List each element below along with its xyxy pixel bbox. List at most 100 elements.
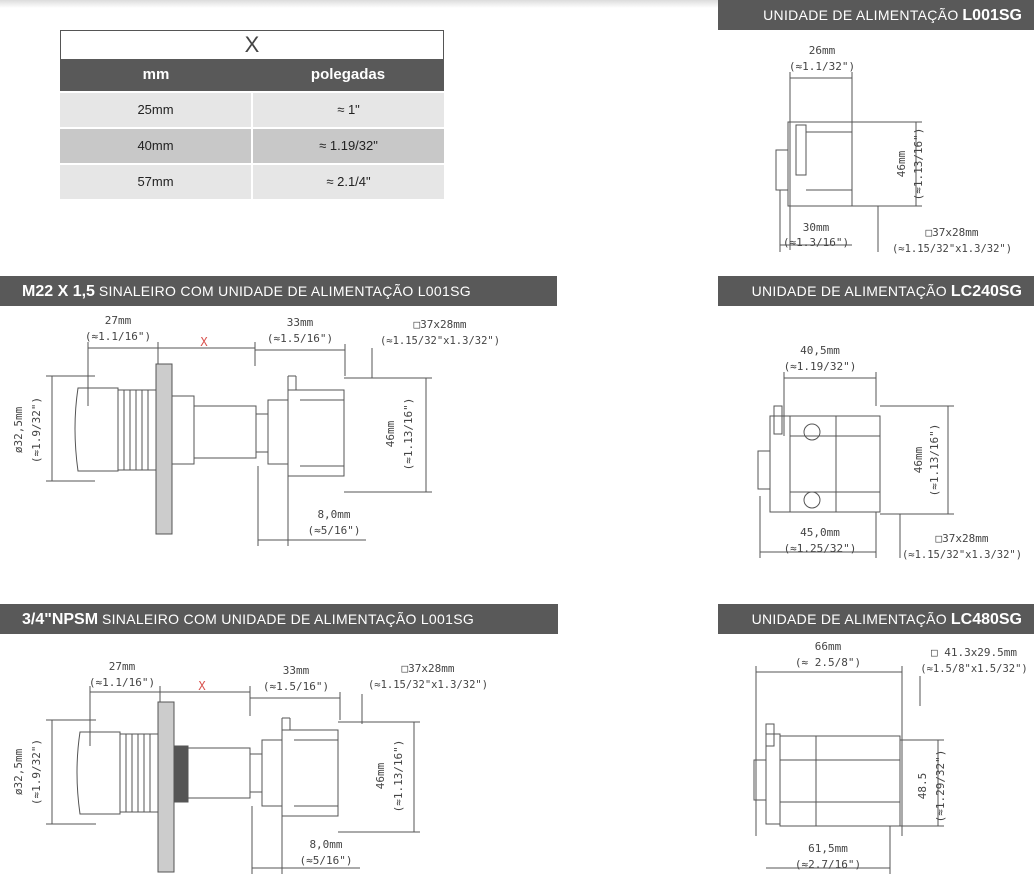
dim-label: 8,0mm	[317, 508, 350, 521]
dim-label: ø32,5mm	[12, 748, 25, 795]
module-body	[789, 415, 881, 513]
section-header-npsm: 3/4"NPSM SINALEIRO COM UNIDADE DE ALIMEN…	[0, 604, 558, 634]
dim-label: 27mm	[105, 314, 132, 327]
section-header-code: LC240SG	[950, 283, 1022, 300]
column-header-mm: mm	[142, 66, 170, 83]
module-tab	[773, 405, 783, 435]
dim-label: (≈5/16")	[300, 854, 353, 867]
connector	[249, 753, 263, 793]
dim-label: (≈1.29/32")	[934, 750, 947, 823]
dim-label: (≈1.13/16")	[928, 424, 941, 497]
cell-mm: 40mm	[60, 129, 251, 163]
dim-label: (≈1.1/32")	[789, 60, 855, 73]
table-title: X	[60, 30, 444, 59]
module-plug	[267, 399, 289, 465]
dim-label: (≈2.7/16")	[795, 858, 861, 871]
section-header-code: 3/4"NPSM	[22, 611, 99, 628]
module-body	[287, 389, 345, 477]
module-plug	[775, 149, 789, 191]
l001sg-drawing: 26mm (≈1.1/32") 46mm (≈1.13/16") 30mm (≈…	[775, 44, 1012, 255]
dim-label: (≈1.5/16")	[263, 680, 329, 693]
dim-label: 46mm	[895, 150, 908, 177]
dim-label: (≈1.5/8"x1.5/32")	[920, 663, 1027, 675]
dim-label: 26mm	[809, 44, 836, 57]
dim-label: 27mm	[109, 660, 136, 673]
module-tab	[795, 124, 807, 176]
dim-label: (≈1.13/16")	[402, 398, 415, 471]
connector	[255, 413, 269, 453]
m22-drawing: 27mm (≈1.1/16") X 33mm (≈1.5/16") □37x28…	[12, 314, 500, 546]
section-header-text: SINALEIRO COM UNIDADE DE ALIMENTAÇÃO L00…	[101, 611, 475, 627]
npsm-drawing: 27mm (≈1.1/16") X 33mm (≈1.5/16") □37x28…	[12, 660, 488, 874]
dim-label: 33mm	[283, 664, 310, 677]
cell-polegadas: ≈ 1"	[253, 93, 444, 127]
threaded-body	[187, 747, 251, 799]
column-header-polegadas: polegadas	[310, 66, 386, 83]
cell-polegadas: ≈ 1.19/32"	[253, 129, 444, 163]
dim-label: □37x28mm	[414, 318, 467, 331]
dim-label: □37x28mm	[926, 226, 979, 239]
pilot-lens	[74, 387, 119, 472]
section-header-text: UNIDADE DE ALIMENTAÇÃO	[763, 7, 959, 23]
cell-mm: 25mm	[60, 93, 251, 127]
dim-label: (≈1.5/16")	[267, 332, 333, 345]
screw-terminal	[803, 423, 821, 441]
module-body	[779, 735, 901, 827]
dim-label: (≈1.19/32")	[784, 360, 857, 373]
module-plate	[765, 733, 781, 825]
dim-label: 61,5mm	[808, 842, 848, 855]
dim-label: 8,0mm	[309, 838, 342, 851]
dim-label: (≈1.15/32"x1.3/32")	[380, 335, 500, 347]
dim-label: 48.5	[916, 773, 929, 800]
table-row: 25mm ≈ 1"	[60, 93, 444, 127]
top-gradient	[0, 0, 1034, 8]
lc480sg-drawing: 66mm (≈ 2.5/8") □ 41.3x29.5mm (≈1.5/8"x1…	[753, 640, 1028, 874]
module-plate	[769, 415, 791, 513]
dim-label: □37x28mm	[936, 532, 989, 545]
dim-label: 46mm	[912, 446, 925, 473]
dim-label: □ 41.3x29.5mm	[931, 646, 1017, 659]
dim-label: 40,5mm	[800, 344, 840, 357]
cell-polegadas: ≈ 2.1/4"	[253, 165, 444, 199]
dim-label: (≈5/16")	[308, 524, 361, 537]
mounting-panel	[155, 363, 173, 535]
dim-label: 33mm	[287, 316, 314, 329]
dim-label: 46mm	[384, 420, 397, 447]
dim-label: (≈1.1/16")	[85, 330, 151, 343]
dim-label: (≈1.1/16")	[89, 676, 155, 689]
lc240sg-drawing: 40,5mm (≈1.19/32") 46mm (≈1.13/16") 45,0…	[757, 344, 1022, 561]
dim-label: (≈1.15/32"x1.3/32")	[902, 549, 1022, 561]
table-row: 40mm ≈ 1.19/32"	[60, 129, 444, 163]
x-dimension: X	[200, 335, 208, 349]
dim-label: 45,0mm	[800, 526, 840, 539]
section-header-l001sg: UNIDADE DE ALIMENTAÇÃO L001SG	[718, 0, 1034, 30]
table-header-row: mm polegadas	[60, 59, 444, 91]
dim-label: (≈1.13/16")	[392, 740, 405, 813]
table-row: 57mm ≈ 2.1/4"	[60, 165, 444, 199]
dim-label: 30mm	[803, 221, 830, 234]
module-tab	[765, 723, 775, 747]
module-plug	[757, 450, 771, 490]
section-header-code: L001SG	[962, 7, 1022, 24]
section-header-code: M22 X 1,5	[22, 283, 95, 300]
dim-label: (≈1.13/16")	[912, 128, 925, 201]
cell-mm: 57mm	[60, 165, 251, 199]
dim-label: (≈1.3/16")	[783, 236, 849, 249]
dim-label: □37x28mm	[402, 662, 455, 675]
threaded-body	[193, 405, 257, 459]
dim-label: (≈ 2.5/8")	[795, 656, 861, 669]
dim-label: (≈1.9/32")	[30, 397, 43, 463]
x-dimension: X	[198, 679, 206, 693]
screw-terminal	[803, 491, 821, 509]
module-plug	[261, 739, 283, 807]
knurled-ring	[173, 745, 189, 803]
section-header-text: SINALEIRO COM UNIDADE DE ALIMENTAÇÃO L00…	[98, 283, 471, 299]
section-header-lc480sg: UNIDADE DE ALIMENTAÇÃO LC480SG	[718, 604, 1034, 634]
dim-label: (≈1.9/32")	[30, 739, 43, 805]
dim-label: 66mm	[815, 640, 842, 653]
section-header-m22: M22 X 1,5 SINALEIRO COM UNIDADE DE ALIME…	[0, 276, 557, 306]
pilot-lens	[76, 731, 121, 815]
dim-label: ø32,5mm	[12, 406, 25, 453]
section-header-lc240sg: UNIDADE DE ALIMENTAÇÃO LC240SG	[718, 276, 1034, 306]
section-header-code: LC480SG	[950, 611, 1022, 628]
